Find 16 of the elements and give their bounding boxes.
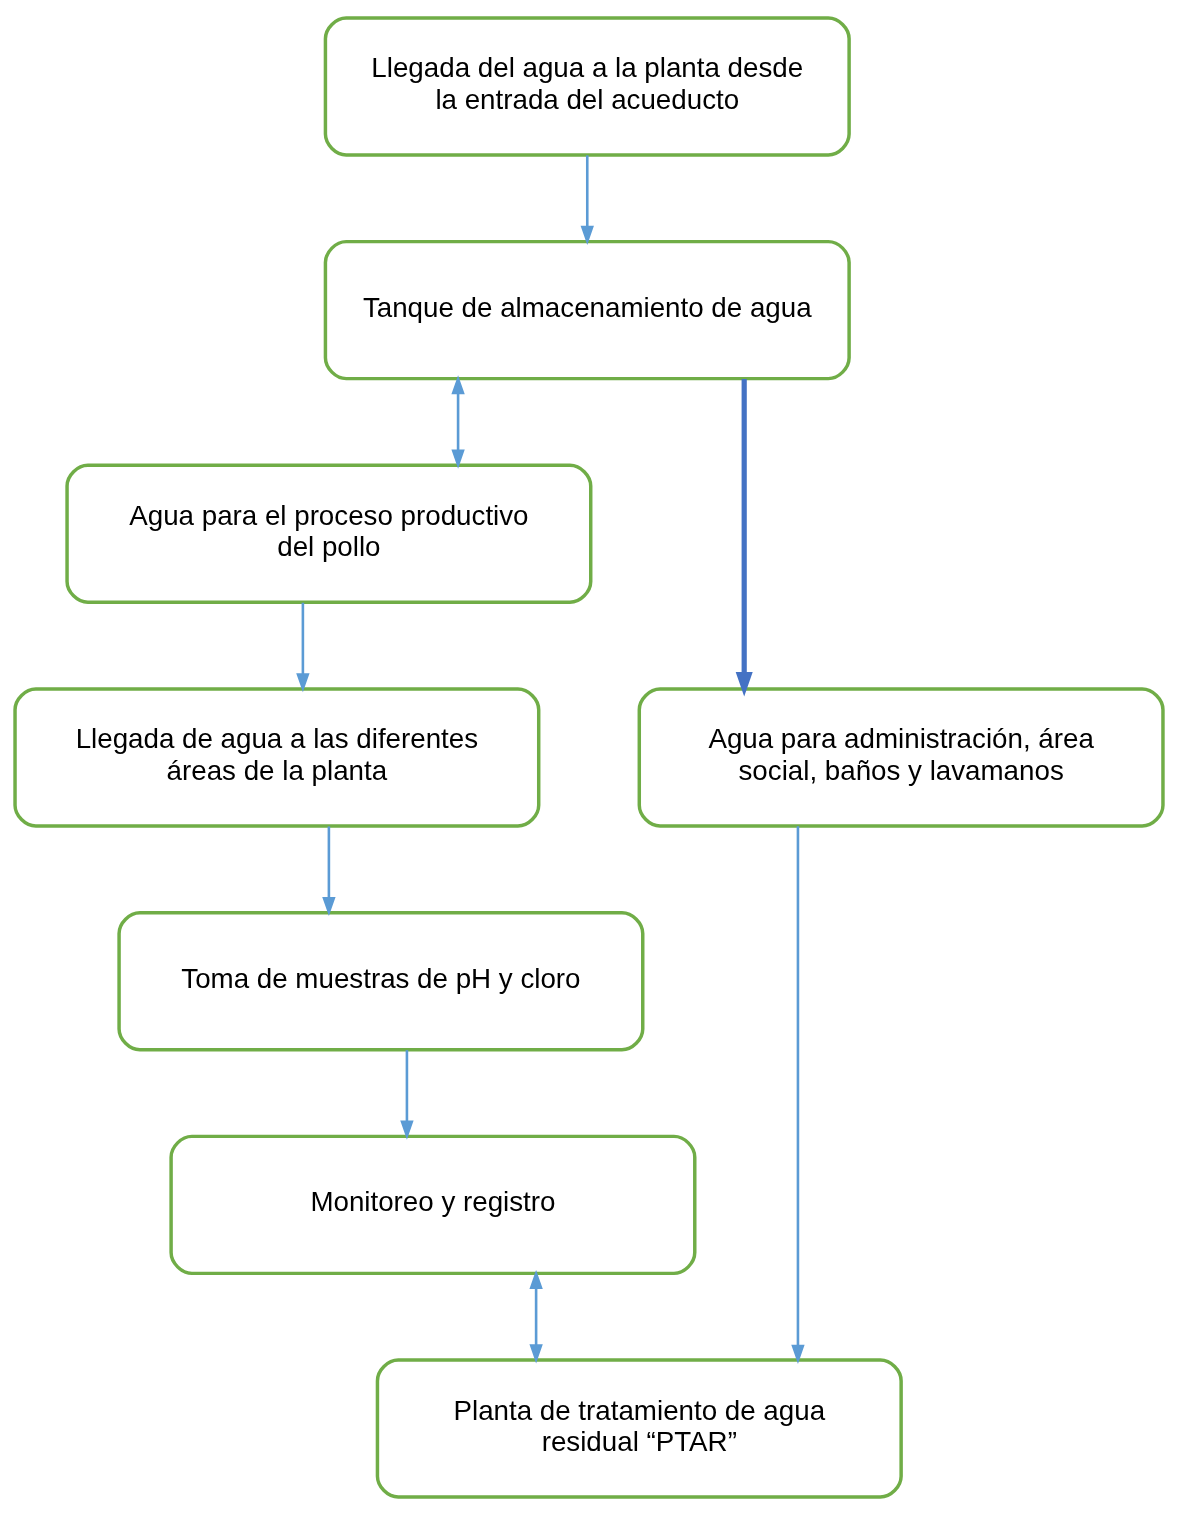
node-box: Llegada del agua a la planta desde la entrada del acueducto bbox=[323, 15, 851, 157]
node-box: Planta de tratamiento de agua residual “PTAR” bbox=[375, 1357, 903, 1499]
node-box: Agua para administración, área social, baños y lavamanos bbox=[637, 686, 1165, 828]
arrow bbox=[791, 825, 805, 1364]
node-box: Toma de muestras de pH y cloro bbox=[117, 910, 645, 1051]
node-box: Tanque de almacenamiento de agua bbox=[323, 239, 851, 380]
arrow bbox=[322, 825, 336, 916]
arrow bbox=[400, 1049, 414, 1140]
arrow bbox=[735, 378, 753, 696]
arrow bbox=[580, 154, 594, 245]
arrow bbox=[296, 602, 310, 692]
node-box: Monitoreo y registro bbox=[169, 1134, 697, 1275]
node-box: Agua para el proceso productivo del pollo bbox=[65, 463, 593, 604]
node-box: Llegada de agua a las diferentes áreas de la planta bbox=[13, 686, 541, 828]
arrow bbox=[451, 374, 465, 469]
arrow bbox=[529, 1269, 543, 1363]
